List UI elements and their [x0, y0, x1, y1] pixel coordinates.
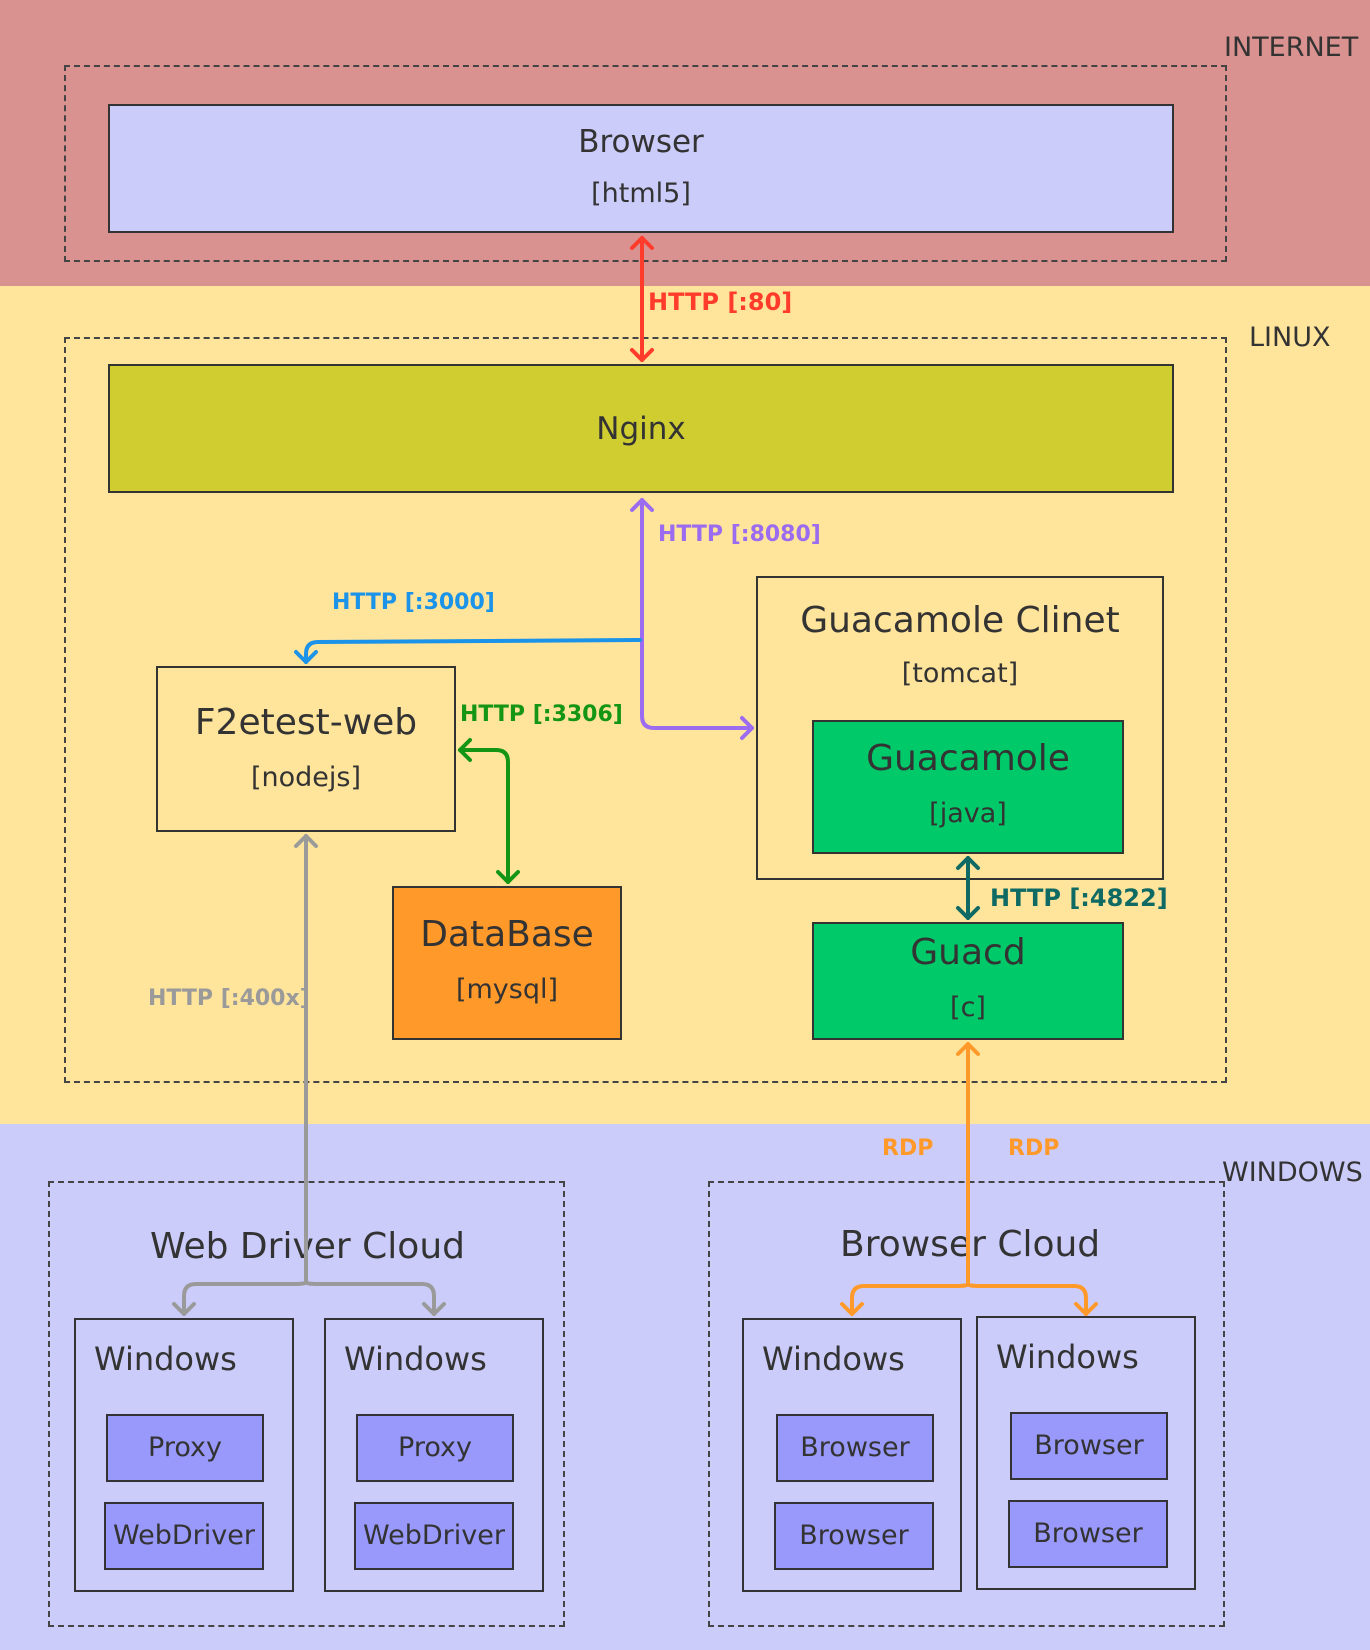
proxy-label: Proxy [148, 1432, 222, 1463]
browser-machine-1: Windows Browser Browser [742, 1318, 962, 1592]
rdp-label-1: RDP [882, 1136, 934, 1161]
browser-machine-2-title: Windows [996, 1338, 1139, 1376]
browser-title: Browser [578, 124, 704, 160]
guacamole-client-title: Guacamole Clinet [800, 600, 1120, 641]
browser-item-label: Browser [1034, 1430, 1144, 1461]
database-sub: [mysql] [455, 974, 559, 1005]
webdriver-label: WebDriver [363, 1520, 505, 1551]
browser-item-box: Browser [776, 1414, 934, 1482]
guacamole-client-sub: [tomcat] [901, 658, 1019, 689]
http4822-label: HTTP [:4822] [990, 884, 1168, 912]
http3000-connector [294, 638, 642, 664]
http400x-connector [172, 834, 446, 1316]
http80-connector [630, 236, 654, 362]
http3000-label: HTTP [:3000] [332, 590, 495, 615]
browser-box: Browser [html5] [108, 104, 1174, 233]
http3306-connector [458, 738, 520, 884]
guacd-sub: [c] [950, 992, 986, 1023]
guacamole-sub: [java] [929, 798, 1007, 829]
proxy-box: Proxy [106, 1414, 264, 1482]
webdriver-box: WebDriver [104, 1502, 264, 1570]
linux-container [64, 337, 1227, 1083]
nginx-title: Nginx [596, 411, 686, 447]
browser-machine-1-title: Windows [762, 1340, 905, 1378]
guacamole-title: Guacamole [866, 738, 1070, 779]
database-title: DataBase [420, 914, 594, 955]
browser-item-box: Browser [1008, 1500, 1168, 1568]
f2etest-web-box: F2etest-web [nodejs] [156, 666, 456, 832]
f2etest-web-title: F2etest-web [194, 702, 418, 743]
webdriver-machine-2: Windows Proxy WebDriver [324, 1318, 544, 1592]
http4822-connector [956, 856, 980, 920]
proxy-label: Proxy [398, 1432, 472, 1463]
webdriver-box: WebDriver [354, 1502, 514, 1570]
browser-item-box: Browser [1010, 1412, 1168, 1480]
f2etest-web-sub: [nodejs] [250, 762, 362, 793]
browser-sub: [html5] [591, 178, 691, 209]
webdriver-machine-2-title: Windows [344, 1340, 487, 1378]
browser-item-label: Browser [800, 1432, 910, 1463]
linux-zone-label: LINUX [1249, 322, 1331, 353]
browser-item-box: Browser [774, 1502, 934, 1570]
webdriver-machine-1: Windows Proxy WebDriver [74, 1318, 294, 1592]
internet-zone-label: INTERNET [1224, 32, 1359, 63]
rdp-label-2: RDP [1008, 1136, 1060, 1161]
database-box: DataBase [mysql] [392, 886, 622, 1040]
guacd-title: Guacd [910, 932, 1026, 973]
http400x-label: HTTP [:400x] [148, 986, 310, 1011]
http3306-label: HTTP [:3306] [460, 702, 623, 727]
guacd-box: Guacd [c] [812, 922, 1124, 1040]
guacamole-box: Guacamole [java] [812, 720, 1124, 854]
browser-item-label: Browser [1033, 1518, 1143, 1549]
http8080-connector [630, 498, 754, 740]
http80-label: HTTP [:80] [648, 288, 793, 316]
browser-cloud-title: Browser Cloud [840, 1224, 1101, 1265]
rdp-connector [840, 1042, 1098, 1316]
windows-zone-label: WINDOWS [1222, 1157, 1363, 1188]
http8080-label: HTTP [:8080] [658, 522, 821, 547]
webdriver-machine-1-title: Windows [94, 1340, 237, 1378]
browser-machine-2: Windows Browser Browser [976, 1316, 1196, 1590]
nginx-box: Nginx [108, 364, 1174, 493]
webdriver-label: WebDriver [113, 1520, 255, 1551]
proxy-box: Proxy [356, 1414, 514, 1482]
internet-container [64, 65, 1227, 262]
browser-item-label: Browser [799, 1520, 909, 1551]
